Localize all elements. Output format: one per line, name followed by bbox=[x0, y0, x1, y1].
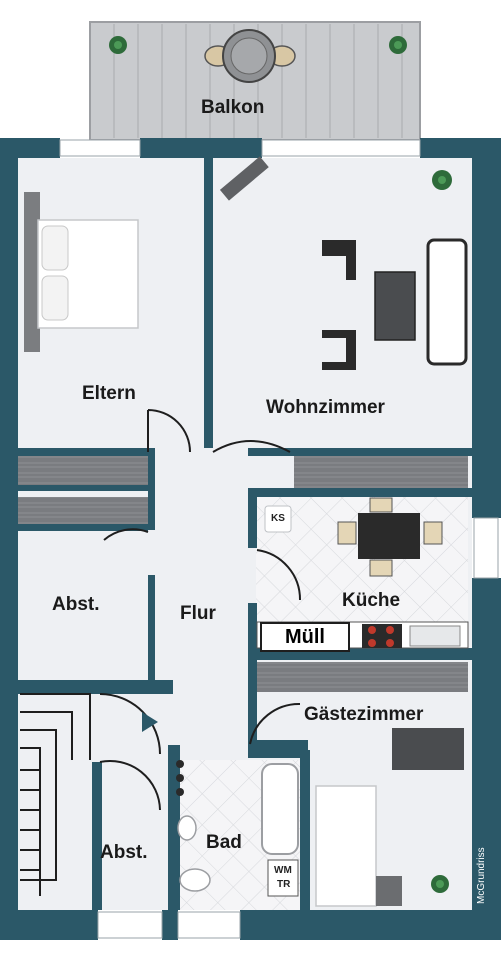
trash-cabinet: Müll bbox=[260, 622, 350, 652]
room-balkon: Balkon bbox=[201, 97, 265, 118]
room-abstell-left: Abst. bbox=[52, 594, 100, 615]
washer-label: WM bbox=[274, 865, 292, 876]
room-abstell-bottom: Abst. bbox=[100, 842, 148, 863]
balcony bbox=[89, 21, 421, 141]
fridge-label: KS bbox=[271, 513, 285, 524]
windows bbox=[59, 139, 499, 939]
guest-furniture bbox=[315, 728, 464, 907]
room-kueche: Küche bbox=[342, 590, 401, 611]
staircase bbox=[20, 693, 91, 896]
double-bed bbox=[24, 192, 139, 352]
room-eltern: Eltern bbox=[82, 383, 136, 404]
entrance-arrow-icon bbox=[142, 712, 158, 732]
brand-watermark: McGrundriss bbox=[476, 847, 487, 904]
dryer-label: TR bbox=[277, 879, 291, 890]
wardrobes bbox=[18, 456, 468, 692]
living-furniture bbox=[219, 156, 468, 370]
doors bbox=[99, 409, 302, 811]
room-flur: Flur bbox=[180, 603, 216, 624]
room-bad: Bad bbox=[206, 832, 242, 853]
room-gaestezimmer: Gästezimmer bbox=[304, 704, 424, 725]
bathroom-fixtures bbox=[176, 760, 299, 897]
kitchen-furniture bbox=[256, 497, 469, 649]
walls bbox=[0, 138, 501, 940]
room-wohnzimmer: Wohnzimmer bbox=[266, 397, 385, 418]
